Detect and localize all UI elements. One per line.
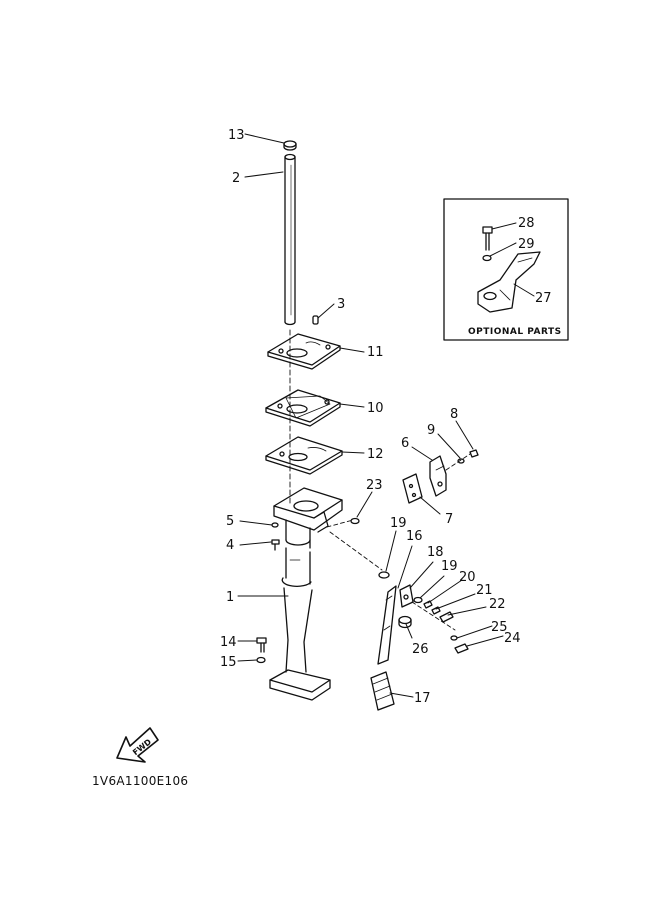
callout-1: 1 <box>226 590 234 605</box>
part-14-bolt <box>256 637 267 653</box>
part-9-washer <box>457 458 465 464</box>
callout-25: 25 <box>491 620 508 635</box>
callout-24: 24 <box>504 631 521 646</box>
part-18-clamp <box>399 584 414 608</box>
callout-3: 3 <box>337 297 345 312</box>
callout-9: 9 <box>427 423 435 438</box>
callout-21: 21 <box>476 583 493 598</box>
part-27-bracket <box>477 251 541 313</box>
callout-10: 10 <box>367 401 384 416</box>
part-25-washer <box>450 635 458 641</box>
callout-28: 28 <box>518 216 535 231</box>
part-17-grip <box>370 671 395 711</box>
optional-parts-label: OPTIONAL PARTS <box>468 327 562 337</box>
drawing-code: 1V6A1100E106 <box>92 774 189 788</box>
callout-26: 26 <box>412 642 429 657</box>
callout-18: 18 <box>427 545 444 560</box>
callout-20: 20 <box>459 570 476 585</box>
callout-16: 16 <box>406 529 423 544</box>
callout-13: 13 <box>228 128 245 143</box>
callout-labels: 13 2 3 11 10 12 8 9 6 23 7 5 4 19 16 18 … <box>131 128 562 757</box>
fwd-arrow-icon <box>116 727 159 763</box>
part-24-bolt <box>454 643 469 654</box>
callout-15: 15 <box>220 655 237 670</box>
callout-2: 2 <box>232 171 240 186</box>
callout-8: 8 <box>450 407 458 422</box>
part-8-screw <box>469 449 479 458</box>
part-29-washer <box>482 254 492 262</box>
optional-parts-box <box>443 198 569 341</box>
part-13-cap <box>283 140 297 151</box>
part-22-screw <box>439 611 454 623</box>
callout-17: 17 <box>414 691 431 706</box>
callout-22: 22 <box>489 597 506 612</box>
part-23-bushing <box>350 517 360 525</box>
part-6-bracket <box>429 455 447 497</box>
part-7-plate <box>402 473 423 504</box>
part-20-spring <box>423 600 433 609</box>
part-5-washer <box>271 522 279 528</box>
callout-19: 19 <box>390 516 407 531</box>
callout-7: 7 <box>445 512 453 527</box>
callout-4: 4 <box>226 538 234 553</box>
callout-14: 14 <box>220 635 237 650</box>
part-2-shaft <box>284 153 296 326</box>
callout-11: 11 <box>367 345 384 360</box>
part-3-pin <box>312 315 319 325</box>
part-19-washer-b <box>413 596 423 604</box>
part-16-tiller-arm <box>377 585 397 665</box>
part-26-bushing <box>398 615 412 629</box>
part-1-column <box>269 487 343 701</box>
callout-12: 12 <box>367 447 384 462</box>
part-15-washer <box>256 656 266 664</box>
part-4-bolt <box>271 539 280 551</box>
leader-lines <box>237 133 535 698</box>
part-28-bolt <box>482 226 493 251</box>
callout-19b: 19 <box>441 559 458 574</box>
callout-27: 27 <box>535 291 552 306</box>
callout-5: 5 <box>226 514 234 529</box>
part-11-plate <box>267 333 341 370</box>
callout-23: 23 <box>366 478 383 493</box>
part-10-plate <box>265 389 341 427</box>
callout-6: 6 <box>401 436 409 451</box>
part-21-nut <box>431 606 441 615</box>
callout-29: 29 <box>518 237 535 252</box>
part-19-washer <box>378 571 390 579</box>
part-12-plate <box>265 436 343 475</box>
